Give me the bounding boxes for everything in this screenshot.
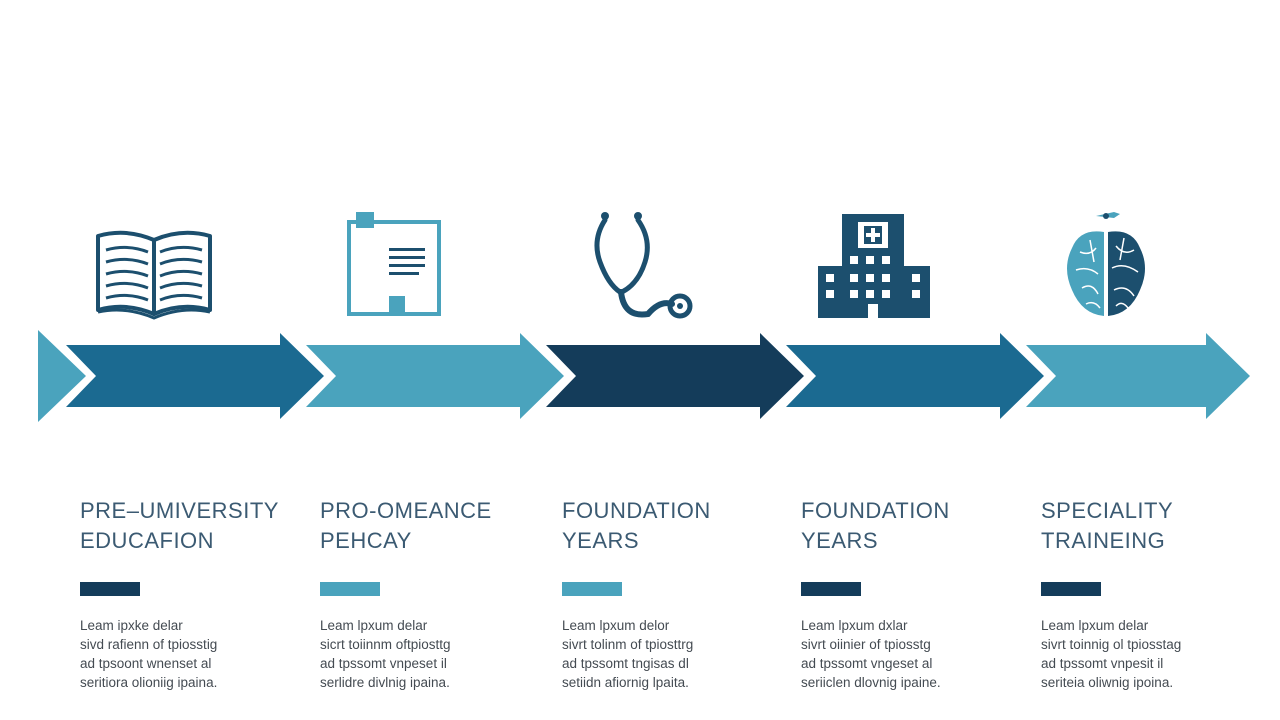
hospital-icon [818, 214, 930, 318]
brain-icon [1067, 212, 1145, 316]
stage-arrow-3 [546, 333, 804, 419]
stage-description: Leam lpxum delar sivrt toinnig ol tpioss… [1041, 618, 1182, 690]
stage-description: Leam lpxum delor sivrt tolinm of tpiostt… [562, 618, 694, 690]
stage-title: FOUNDATION YEARS [562, 498, 711, 553]
stage-5: SPECIALITY TRAINEING Leam lpxum delar si… [1041, 496, 1251, 692]
stage-description: Leam lpxum delar sicrt toiinnm oftpiostt… [320, 618, 451, 690]
stage-arrow-2 [306, 333, 564, 419]
open-book-icon [96, 230, 212, 320]
clipboard-icon [347, 212, 441, 316]
stage-1: PRE–UMIVERSITY EDUCAFION Leam ipxke dela… [80, 496, 290, 692]
stage-arrow-1 [66, 333, 324, 419]
stage-arrow-4 [786, 333, 1044, 419]
stage-arrow-5 [1026, 333, 1250, 419]
stage-accent-bar [80, 582, 140, 596]
stage-title: FOUNDATION YEARS [801, 498, 950, 553]
stage-4: FOUNDATION YEARS Leam lpxum dxlar sivrt … [801, 496, 1011, 692]
arrow-chain [38, 330, 1250, 422]
stage-title: PRE–UMIVERSITY EDUCAFION [80, 498, 279, 553]
stage-title: PRO-OMEANCE PEHCAY [320, 498, 492, 553]
start-triangle [38, 330, 86, 422]
stage-description: Leam ipxke delar sivd rafienn of tpiosst… [80, 618, 218, 690]
stage-accent-bar [801, 582, 861, 596]
stage-2: PRO-OMEANCE PEHCAY Leam lpxum delar sicr… [320, 496, 530, 692]
stethoscope-icon [594, 212, 693, 319]
stage-description: Leam lpxum dxlar sivrt oiinier of tpioss… [801, 618, 941, 690]
stage-accent-bar [562, 582, 622, 596]
stage-accent-bar [320, 582, 380, 596]
stage-3: FOUNDATION YEARS Leam lpxum delor sivrt … [562, 496, 772, 692]
stage-accent-bar [1041, 582, 1101, 596]
stage-title: SPECIALITY TRAINEING [1041, 498, 1174, 553]
